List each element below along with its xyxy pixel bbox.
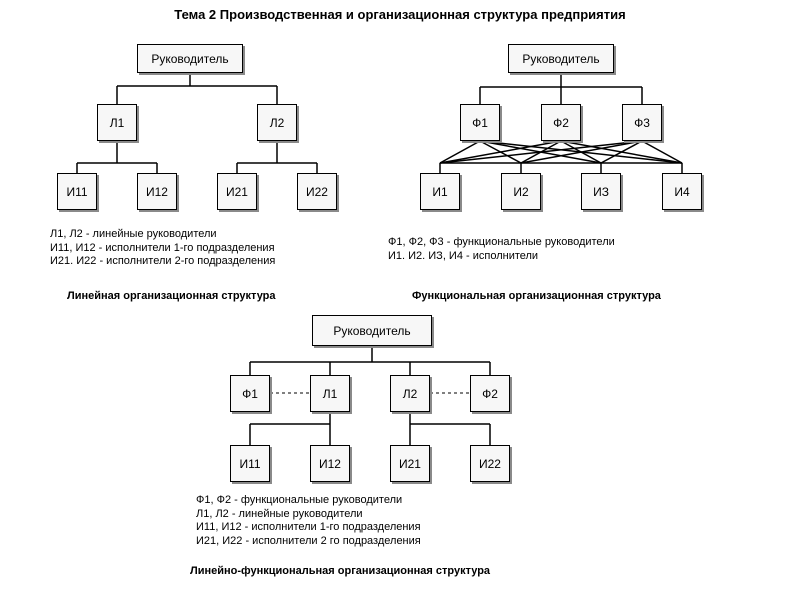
linear-i21-box: И21 bbox=[217, 173, 257, 210]
linear-functional-l2-box: Л2 bbox=[390, 375, 430, 412]
linear-functional-i12-box: И12 bbox=[310, 445, 350, 482]
linear-caption: Линейная организационная структура bbox=[67, 290, 276, 302]
functional-legend-line: Ф1, Ф2, Ф3 - функциональные руководители bbox=[388, 236, 615, 248]
linear-i22-box: И22 bbox=[297, 173, 337, 210]
linear-functional-l1-box: Л1 bbox=[310, 375, 350, 412]
linear-functional-i11-box: И11 bbox=[230, 445, 270, 482]
linear-functional-head-box: Руководитель bbox=[312, 315, 432, 346]
linear-functional-f1-box: Ф1 bbox=[230, 375, 270, 412]
linear-functional-legend-line: Ф1, Ф2 - функциональные руководители bbox=[196, 494, 403, 506]
functional-legend-line: И1. И2. ИЗ, И4 - исполнители bbox=[388, 249, 539, 262]
functional-head-box: Руководитель bbox=[508, 44, 614, 73]
linear-functional-legend: Ф1, Ф2 - функциональные руководители Л1,… bbox=[196, 494, 421, 548]
linear-i11-box: И11 bbox=[57, 173, 97, 210]
linear-functional-f2-box: Ф2 bbox=[470, 375, 510, 412]
functional-i4-box: И4 bbox=[662, 173, 702, 210]
functional-caption: Функциональная организационная структура bbox=[412, 290, 661, 302]
functional-f3-box: Ф3 bbox=[622, 104, 662, 141]
functional-i1-box: И1 bbox=[420, 173, 460, 210]
linear-legend-line: И11, И12 - исполнители 1-го подразделени… bbox=[50, 241, 275, 254]
functional-i3-box: ИЗ bbox=[581, 173, 621, 210]
linear-legend-line: И21. И22 - исполнители 2-го подразделени… bbox=[50, 255, 276, 267]
linear-functional-legend-line: И21, И22 - исполнители 2 го подразделени… bbox=[196, 534, 421, 547]
linear-legend-line: Л1, Л2 - линейные руководители bbox=[50, 228, 217, 240]
linear-functional-legend-line: И11, И12 - исполнители 1-го подразделени… bbox=[196, 521, 421, 533]
functional-f1-box: Ф1 bbox=[460, 104, 500, 141]
linear-l1-box: Л1 bbox=[97, 104, 137, 141]
linear-functional-caption: Линейно-функциональная организационная с… bbox=[190, 565, 491, 577]
linear-l2-box: Л2 bbox=[257, 104, 297, 141]
linear-functional-i22-box: И22 bbox=[470, 445, 510, 482]
linear-functional-legend-line: Л1, Л2 - линейные руководители bbox=[196, 507, 363, 520]
functional-legend: Ф1, Ф2, Ф3 - функциональные руководители… bbox=[388, 236, 615, 263]
linear-i12-box: И12 bbox=[137, 173, 177, 210]
linear-functional-i21-box: И21 bbox=[390, 445, 430, 482]
functional-i2-box: И2 bbox=[501, 173, 541, 210]
linear-head-box: Руководитель bbox=[137, 44, 243, 73]
functional-f2-box: Ф2 bbox=[541, 104, 581, 141]
linear-legend: Л1, Л2 - линейные руководители И11, И12 … bbox=[50, 228, 275, 269]
page-title: Тема 2 Производственная и организационна… bbox=[174, 7, 626, 22]
